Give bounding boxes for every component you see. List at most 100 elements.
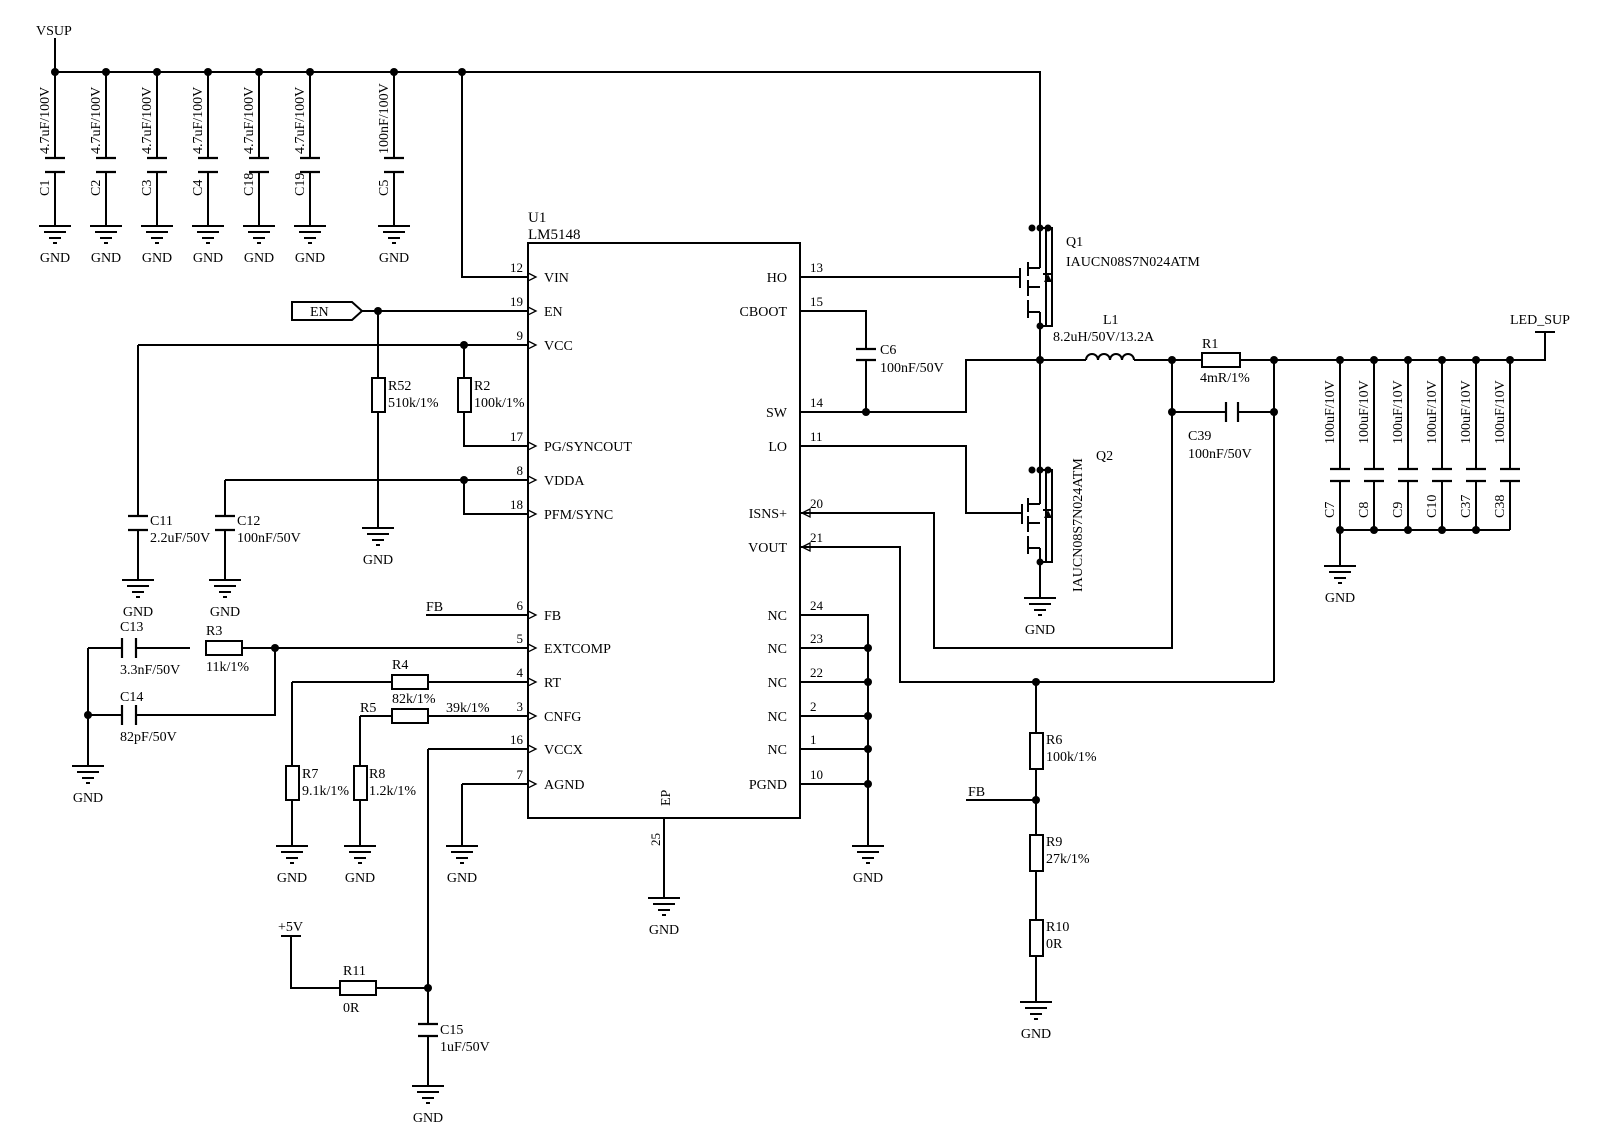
ic-pins-right: 13HO15CBOOT14SW11LO20ISNS+21VOUT24NC23NC… (740, 260, 824, 793)
ic-pin-num: 19 (510, 294, 523, 309)
input-cap-ref: C5 (377, 180, 392, 196)
ic-pin-name: ISNS+ (749, 507, 787, 522)
ground-icon (276, 845, 308, 864)
ic-pin-num: 20 (810, 496, 823, 511)
part-labels: Q1 IAUCN08S7N024ATM Q2 IAUCN08S7N024ATM … (120, 235, 1252, 1055)
ground-icon (852, 845, 884, 864)
ic-ep-pin: 25 (648, 833, 663, 846)
output-cap-value: 100uF/10V (1391, 380, 1406, 444)
ground-icon (344, 845, 376, 864)
q1-part: IAUCN08S7N024ATM (1066, 255, 1200, 270)
net-fb-right: FB (968, 785, 985, 800)
output-cap-value: 100uF/10V (1357, 380, 1372, 444)
c11-ref: C11 (150, 514, 173, 529)
c15-value: 1uF/50V (440, 1040, 490, 1055)
ic-pin-num: 3 (517, 699, 524, 714)
c15-ref: C15 (440, 1023, 463, 1038)
l1-value: 8.2uH/50V/13.2A (1053, 330, 1155, 345)
ic-pin-name: RT (544, 676, 561, 691)
r9-value: 27k/1% (1046, 852, 1090, 867)
output-cap-value: 100uF/10V (1323, 380, 1338, 444)
c12-ref: C12 (237, 514, 260, 529)
ic-pin-name: EXTCOMP (544, 642, 611, 657)
r52-ref: R52 (388, 379, 411, 394)
output-cap-ref: C9 (1391, 502, 1406, 518)
ground-icon (72, 765, 104, 784)
ground-icon (141, 225, 173, 244)
r1-ref: R1 (1202, 337, 1218, 352)
gnd-label: GND (73, 791, 103, 806)
junctions (51, 68, 1514, 992)
ic-pin-name: CBOOT (740, 305, 788, 320)
gnd-label: GND (649, 923, 679, 938)
ic-ep-label: EP (659, 789, 674, 806)
ic-pin-num: 7 (517, 767, 524, 782)
gnd-label: GND (447, 871, 477, 886)
ic-pin-name: NC (768, 710, 787, 725)
input-cap-ref: C19 (293, 173, 308, 196)
ic-pin-num: 9 (517, 328, 524, 343)
ic-pin-num: 17 (510, 429, 524, 444)
ground-icon (412, 1085, 444, 1104)
q2-ref: Q2 (1096, 449, 1113, 464)
ic-pin-name: NC (768, 642, 787, 657)
ic-pin-name: LO (768, 440, 787, 455)
net-fb-left: FB (426, 600, 443, 615)
ic-pin-name: PFM/SYNC (544, 508, 613, 523)
input-cap-ref: C1 (38, 180, 53, 196)
ic-pin-name: AGND (544, 778, 584, 793)
ic-pin-name: VDDA (544, 474, 585, 489)
ic-pin-num: 2 (810, 699, 817, 714)
ic-pin-num: 12 (510, 260, 523, 275)
c14-value: 82pF/50V (120, 730, 177, 745)
r4-value: 82k/1% (392, 692, 436, 707)
input-cap-ref: C18 (242, 173, 257, 196)
inductor-l1 (1085, 353, 1136, 361)
resistor-bodies (205, 352, 1241, 996)
input-cap-ref: C4 (191, 180, 206, 196)
c13-ref: C13 (120, 620, 143, 635)
ground-icon (209, 579, 241, 598)
input-cap-value: 100nF/100V (377, 83, 392, 154)
ic-pin-num: 13 (810, 260, 823, 275)
net-en-port: EN (291, 301, 364, 321)
capacitor-plates (45, 156, 1520, 1038)
c14-ref: C14 (120, 690, 143, 705)
mosfet-q2-symbol (1021, 466, 1053, 566)
input-cap-ref: C2 (89, 180, 104, 196)
gnd-label: GND (363, 553, 393, 568)
ground-icon (243, 225, 275, 244)
r1-value: 4mR/1% (1200, 371, 1250, 386)
ic-pin-name: PG/SYNCOUT (544, 440, 632, 455)
ground-icon (446, 845, 478, 864)
ground-icon (1024, 597, 1056, 616)
r10-ref: R10 (1046, 920, 1069, 935)
gnd-label: GND (91, 251, 121, 266)
gnd-label: GND (210, 605, 240, 620)
r10-value: 0R (1046, 937, 1063, 952)
ic-pin-num: 15 (810, 294, 823, 309)
c39-ref: C39 (1188, 429, 1211, 444)
r7-value: 9.1k/1% (302, 784, 349, 799)
r8-ref: R8 (369, 767, 385, 782)
ic-part: LM5148 (528, 227, 581, 243)
ground-icon (122, 579, 154, 598)
ground-icon (39, 225, 71, 244)
ic-pin-name: PGND (749, 778, 787, 793)
ic-pin-name: VOUT (748, 541, 787, 556)
ic-pin-name: NC (768, 609, 787, 624)
c11-value: 2.2uF/50V (150, 531, 210, 546)
r11-ref: R11 (343, 964, 366, 979)
ic-pins-left: 12VIN19EN9VCC17PG/SYNCOUT8VDDA18PFM/SYNC… (510, 260, 632, 793)
ic-pin-name: VCC (544, 339, 573, 354)
ic-pin-name: SW (766, 406, 788, 421)
ic-pin-name: VIN (544, 271, 569, 286)
q2-part: IAUCN08S7N024ATM (1071, 458, 1086, 592)
ic-pin-name: CNFG (544, 710, 581, 725)
r2-value: 100k/1% (474, 396, 525, 411)
gnd-label: GND (123, 605, 153, 620)
ic-pin-name: HO (767, 271, 787, 286)
output-cap-ref: C7 (1323, 502, 1338, 518)
